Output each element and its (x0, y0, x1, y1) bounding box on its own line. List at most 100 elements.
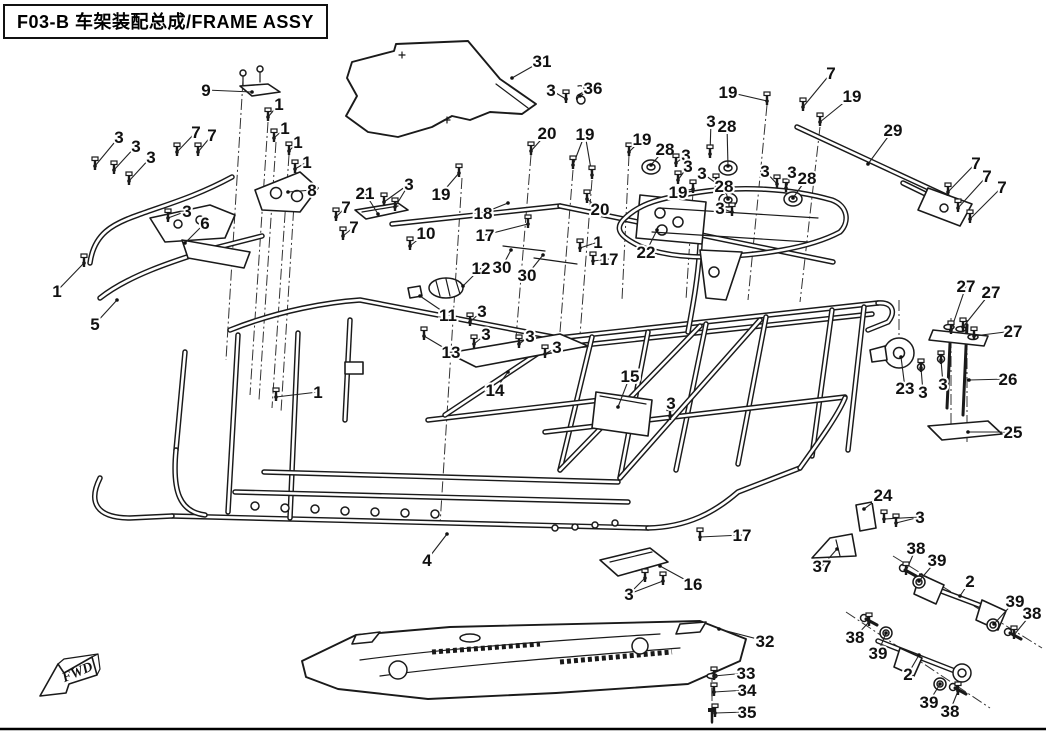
leader-dot (862, 507, 866, 511)
fastener-icon (391, 197, 399, 211)
fastener-icon (576, 238, 584, 252)
leader-dot (506, 370, 510, 374)
callout-label-39: 39 (920, 693, 939, 712)
leader-line (526, 254, 544, 276)
leader-line (273, 127, 286, 139)
callout-label-6: 6 (200, 214, 209, 233)
leader-line (550, 89, 567, 100)
leader-line (900, 356, 906, 389)
callout-label-3: 3 (760, 162, 769, 181)
part-skid-plate-32 (301, 620, 747, 700)
leader-line (968, 378, 1009, 381)
leader-line (699, 534, 743, 538)
fastener-icon (773, 174, 781, 188)
fastener-icon (125, 171, 133, 185)
leader-line (962, 291, 992, 328)
fastener-icon (728, 202, 736, 216)
part-front-frame (87, 171, 409, 301)
leader-line (364, 192, 379, 215)
part-plate-14 (447, 333, 589, 368)
callout-label-2: 2 (903, 665, 912, 684)
callout-label-29: 29 (884, 121, 903, 140)
fastener-icon (515, 334, 523, 348)
callout-label-3: 3 (552, 338, 561, 357)
callout-label-3: 3 (938, 375, 947, 394)
part-plate-23 (869, 337, 946, 372)
fastener-icon (763, 91, 771, 105)
leader-line (267, 103, 280, 118)
callout-label-28: 28 (798, 169, 817, 188)
leader-line (94, 136, 120, 167)
callout-label-26: 26 (999, 370, 1018, 389)
leader-dot (658, 564, 662, 568)
callout-label-3: 3 (624, 585, 633, 604)
callout-label-31: 31 (533, 52, 552, 71)
leader-line (877, 632, 887, 654)
callout-label-7: 7 (982, 167, 991, 186)
leader-line (883, 516, 921, 520)
fastener-icon (706, 144, 714, 158)
leader-line (863, 494, 884, 510)
leader-line (675, 154, 687, 164)
callout-label-22: 22 (637, 243, 656, 262)
part-bracket-24 (855, 501, 877, 532)
leader-dot (376, 212, 380, 216)
callout-label-5: 5 (90, 315, 99, 334)
leader-line (128, 156, 152, 182)
part-plate-25 (927, 420, 1003, 441)
fastener-icon (959, 317, 967, 331)
leader-line (718, 628, 766, 642)
leader-line (726, 125, 729, 167)
callout-label-3: 3 (146, 148, 155, 167)
callout-label-20: 20 (538, 124, 557, 143)
callout-label-30: 30 (518, 266, 537, 285)
fastener-icon (420, 326, 428, 340)
leader-line (957, 175, 988, 209)
callout-label-3: 3 (131, 137, 140, 156)
fastener-icon (954, 198, 962, 212)
leader-line (895, 516, 921, 524)
callout-label-3: 3 (481, 325, 490, 344)
callout-label-38: 38 (846, 628, 865, 647)
callout-label-1: 1 (313, 383, 322, 402)
fastener-icon (880, 509, 888, 523)
callout-label-37: 37 (813, 557, 832, 576)
fastener-icon (569, 155, 577, 169)
leader-dot (286, 190, 290, 194)
fastener-icon (110, 160, 118, 174)
leader-line (628, 138, 643, 153)
fastener-icon (712, 173, 720, 187)
callout-label-39: 39 (1006, 592, 1025, 611)
part-top-plate-31 (345, 40, 537, 138)
leader-dot (510, 76, 514, 80)
leader-line (484, 223, 529, 236)
leader-line (426, 533, 448, 561)
callout-label-3: 3 (915, 508, 924, 527)
fastener-icon (91, 156, 99, 170)
leader-line (113, 145, 137, 171)
leader-dot (899, 355, 903, 359)
callout-label-3: 3 (681, 146, 690, 165)
fastener-icon (80, 253, 88, 267)
leader-line (544, 346, 558, 355)
part-rear-rack-22 (616, 159, 849, 301)
fastener-icon (937, 350, 945, 364)
fastener-icon (666, 406, 674, 420)
leader-line (701, 172, 717, 184)
callout-label-25: 25 (1004, 423, 1023, 442)
callout-label-17: 17 (733, 526, 752, 545)
leader-line (714, 711, 748, 714)
callout-label-3: 3 (114, 128, 123, 147)
leader-line (645, 229, 658, 253)
callout-label-3: 3 (787, 163, 796, 182)
fastener-icon (944, 182, 952, 196)
fastener-icon (966, 209, 974, 223)
leader-line (713, 672, 747, 677)
leader-line (394, 183, 410, 208)
leader-dot (506, 201, 510, 205)
fastener-icon (164, 208, 172, 222)
fastener-icon (816, 112, 824, 126)
